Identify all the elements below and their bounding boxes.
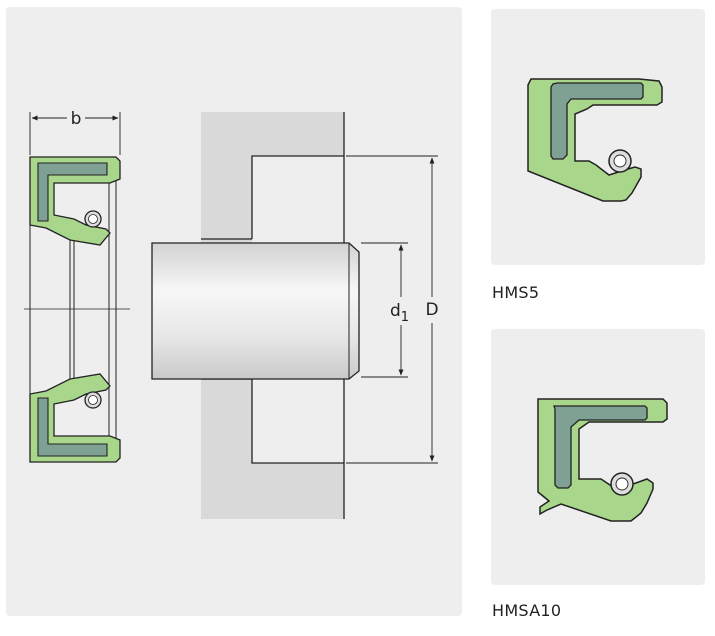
dimension-label-d: d: [390, 301, 401, 321]
dimension-D: D: [346, 155, 439, 464]
hms5-metal-insert: [550, 82, 644, 160]
shaft: [151, 242, 360, 380]
variant-label-hms5[interactable]: HMS5: [492, 283, 540, 302]
seal-section-bottom: [29, 373, 121, 463]
dimension-b: b: [29, 109, 121, 155]
main-diagram-panel: b d1 D: [6, 7, 462, 616]
hmsa10-seal-profile: [537, 398, 668, 522]
dimension-label-subscript: 1: [401, 310, 409, 325]
dimension-d1: d1: [361, 242, 409, 378]
dimension-label-b: b: [71, 109, 82, 129]
variant-panel-hms5[interactable]: [491, 9, 705, 265]
variant-panel-hmsa10[interactable]: [491, 329, 705, 585]
dimension-label-D: D: [425, 300, 438, 320]
seal-section-top: [29, 156, 121, 246]
variant-label-hmsa10[interactable]: HMSA10: [492, 601, 562, 620]
hms5-seal-profile: [527, 78, 663, 202]
svg-text:d1: d1: [390, 301, 409, 325]
seal-assembly-drawing: b d1 D: [24, 109, 439, 519]
hmsa10-metal-insert: [553, 405, 648, 489]
